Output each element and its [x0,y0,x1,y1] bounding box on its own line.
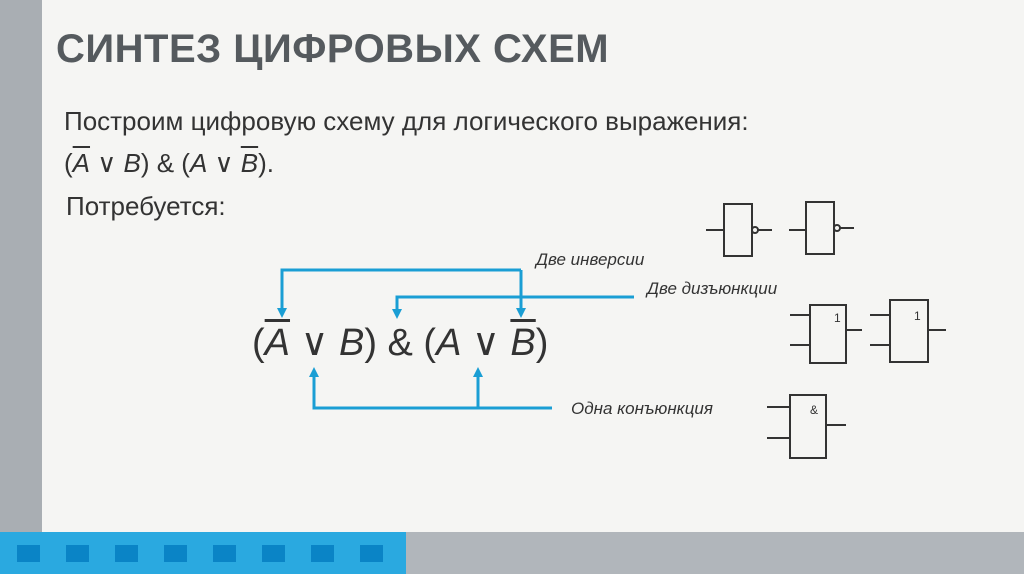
label-disjunctions: Две дизъюнкции [647,279,778,298]
left-sidebar [0,0,42,574]
or-gate-symbol: 1 [834,311,841,325]
big-expression: (A ∨ B) & (A ∨ B) [252,322,549,364]
decor-square [115,545,138,562]
or-gate-icon [790,304,862,364]
decor-square [213,545,236,562]
decor-square [262,545,285,562]
decor-square [360,545,383,562]
or-gate-icon [870,299,946,363]
page-title: СИНТЕЗ ЦИФРОВЫХ СХЕМ [56,27,610,71]
and-gate-symbol: & [810,403,818,417]
expression-text: (A ∨ B) & (A ∨ B). [64,148,275,178]
decor-square [164,545,187,562]
not-gate-icon [789,201,854,255]
not-gate-icon [706,203,772,257]
big-var-a-inverted: A [264,322,291,364]
decor-square [311,545,334,562]
var-a-inverted: A [72,148,91,178]
label-conjunction: Одна конъюнкция [571,399,713,418]
or-gate-symbol: 1 [914,309,921,323]
label-inversions: Две инверсии [536,250,645,269]
required-text: Потребуется: [66,191,226,221]
decor-square [17,545,40,562]
slide-canvas [42,0,1024,532]
arrows-conjunction [309,367,552,410]
arrows-disjunctions [392,295,634,319]
bottom-decoration [0,532,406,574]
decor-square [66,545,89,562]
arrows-inversions [277,268,526,318]
big-var-b-inverted: B [510,322,536,364]
var-b-inverted: B [240,148,259,178]
and-gate-icon [767,394,846,459]
intro-text: Построим цифровую схему для логического … [64,106,749,136]
